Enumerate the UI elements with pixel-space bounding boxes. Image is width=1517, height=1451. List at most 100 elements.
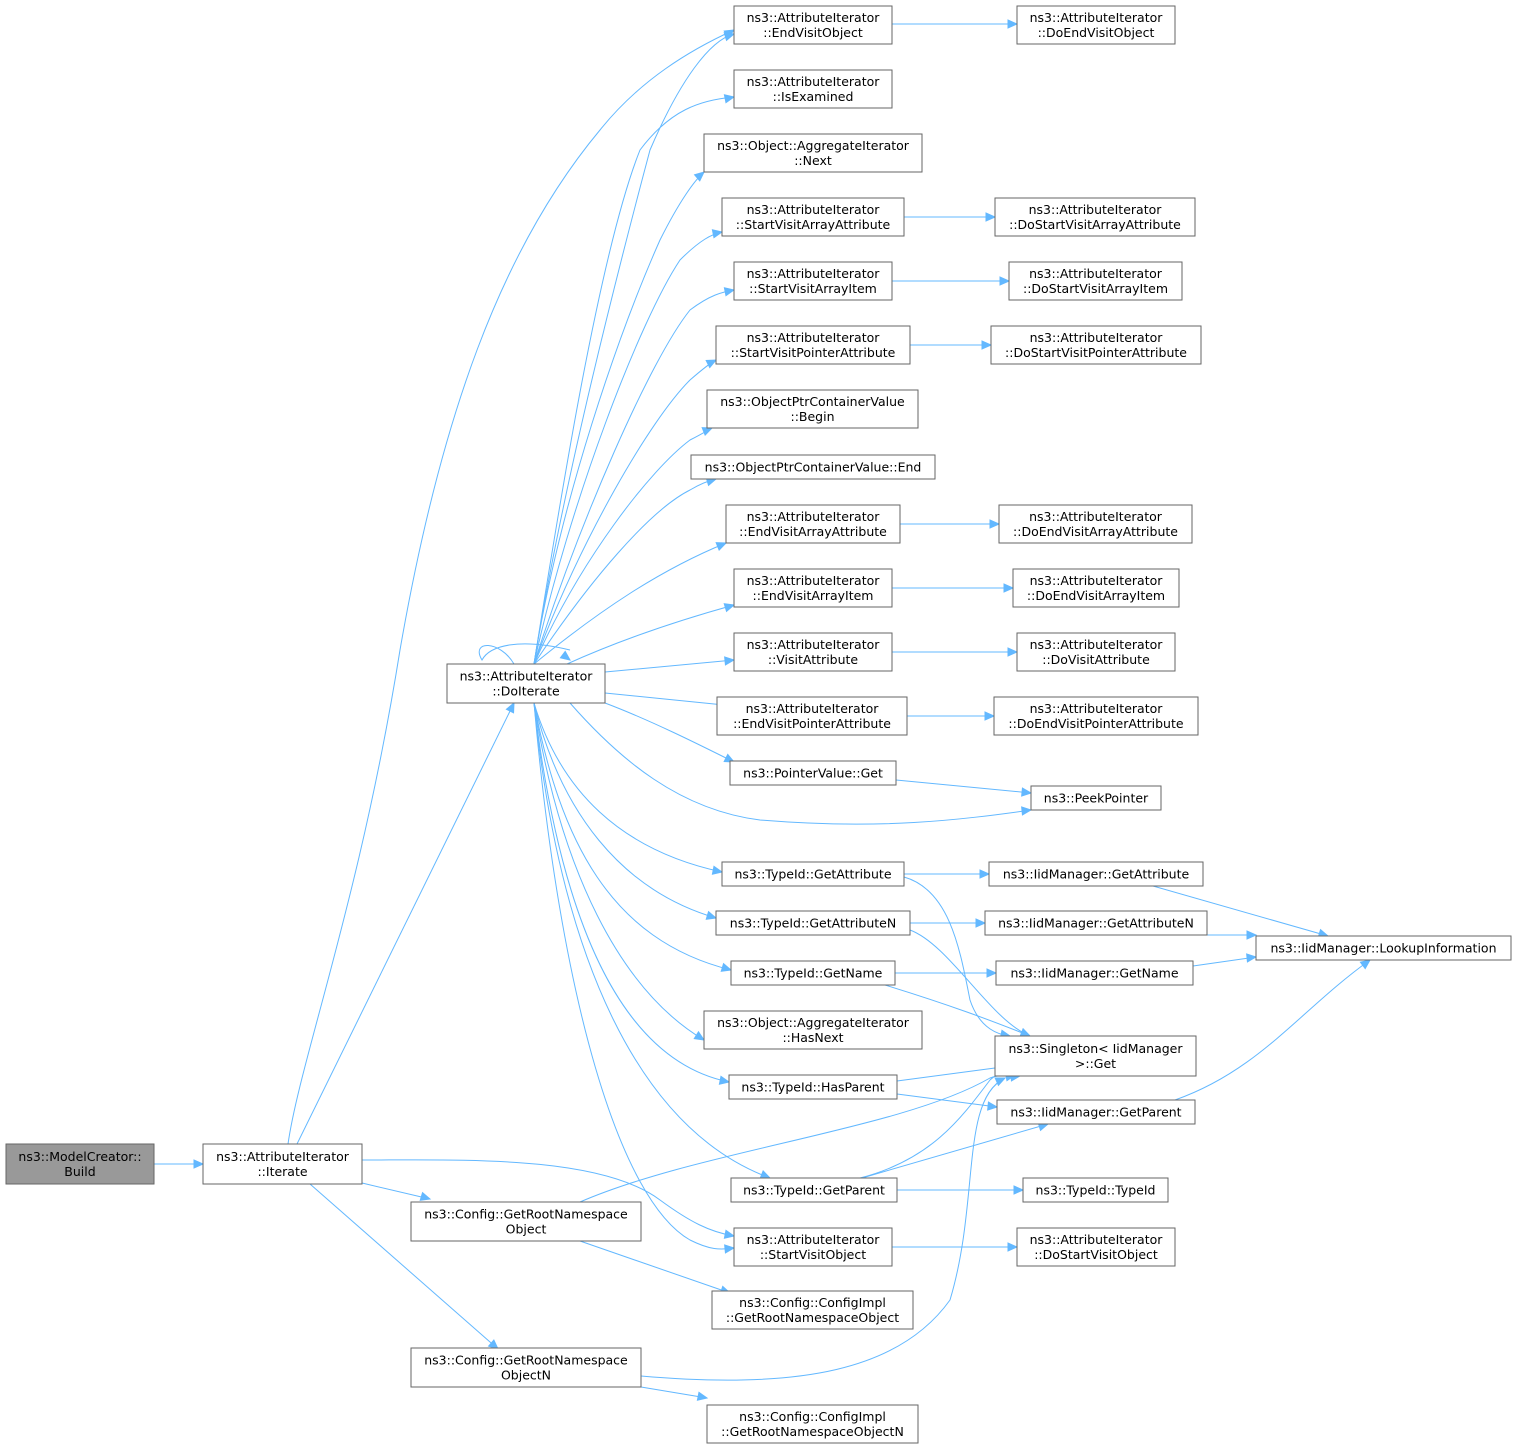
node-label: ns3::TypeId::GetName (744, 966, 883, 981)
call-edge (904, 212, 997, 222)
node-label: Build (64, 1164, 95, 1179)
node-label: ns3::AttributeIterator (1030, 1232, 1164, 1247)
node-label: ns3::AttributeIterator (460, 669, 594, 684)
call-node-end[interactable]: ns3::ObjectPtrContainerValue::End (690, 454, 936, 480)
call-node-pvget[interactable]: ns3::PointerValue::Get (729, 760, 897, 786)
call-edge (287, 29, 736, 1145)
call-node-devpa[interactable]: ns3::AttributeIterator::DoEndVisitPointe… (993, 696, 1199, 736)
call-edge (533, 702, 733, 972)
node-label: ::StartVisitArrayItem (749, 281, 877, 296)
call-node-typeid[interactable]: ns3::TypeId::TypeId (1022, 1177, 1169, 1203)
node-label: ns3::AttributeIterator (747, 637, 881, 652)
call-edge (896, 1093, 999, 1111)
node-label: ns3::Config::GetRootNamespace (424, 1353, 628, 1368)
call-node-dsvai[interactable]: ns3::AttributeIterator::DoStartVisitArra… (1008, 261, 1183, 301)
call-node-grnon[interactable]: ns3::Config::GetRootNamespaceObjectN (410, 1347, 642, 1388)
call-node-iga[interactable]: ns3::IidManager::GetAttribute (988, 861, 1204, 887)
call-node-dva[interactable]: ns3::AttributeIterator::DoVisitAttribute (1016, 632, 1176, 672)
node-label: ns3::AttributeIterator (1030, 330, 1164, 345)
call-edge (566, 603, 736, 665)
call-edge (910, 340, 993, 350)
call-node-evo[interactable]: ns3::AttributeIterator::EndVisitObject (733, 5, 893, 45)
node-label: ::EndVisitArrayAttribute (739, 524, 887, 539)
call-node-tgname[interactable]: ns3::TypeId::GetName (730, 960, 896, 986)
call-node-devaa[interactable]: ns3::AttributeIterator::DoEndVisitArrayA… (998, 504, 1193, 544)
call-node-lookup[interactable]: ns3::IidManager::LookupInformation (1255, 935, 1512, 961)
call-node-peek[interactable]: ns3::PeekPointer (1030, 785, 1162, 811)
call-node-singleton[interactable]: ns3::Singleton< IidManager>::Get (994, 1035, 1197, 1077)
node-label: ::DoEndVisitPointerAttribute (1008, 716, 1183, 731)
node-label: ns3::AttributeIterator (747, 266, 881, 281)
call-edge (533, 171, 705, 665)
call-node-cgrnon[interactable]: ns3::Config::ConfigImpl::GetRootNamespac… (706, 1404, 919, 1444)
call-node-evaa[interactable]: ns3::AttributeIterator::EndVisitArrayAtt… (725, 504, 901, 544)
call-node-grno[interactable]: ns3::Config::GetRootNamespaceObject (410, 1201, 642, 1242)
call-edge (533, 287, 736, 665)
call-edge (533, 702, 724, 875)
call-edge (361, 1182, 432, 1201)
node-label: ns3::AttributeIterator (747, 74, 881, 89)
call-edge (1174, 959, 1371, 1101)
call-edge (1192, 953, 1258, 967)
call-node-ign[interactable]: ns3::IidManager::GetName (995, 960, 1194, 986)
node-label: ::StartVisitObject (760, 1247, 866, 1262)
node-label: ::Begin (790, 409, 834, 424)
node-label: ::DoEndVisitArrayItem (1027, 588, 1165, 603)
node-label: ns3::AttributeIterator (1030, 637, 1164, 652)
call-node-doiterate[interactable]: ns3::AttributeIterator::DoIterate (446, 663, 606, 704)
node-label: ns3::Object::AggregateIterator (717, 1015, 910, 1030)
call-node-dsvo[interactable]: ns3::AttributeIterator::DoStartVisitObje… (1016, 1227, 1176, 1267)
call-edge (604, 656, 736, 673)
call-edge (907, 711, 996, 721)
node-label: ns3::Config::GetRootNamespace (424, 1207, 628, 1222)
call-node-evai[interactable]: ns3::AttributeIterator::EndVisitArrayIte… (733, 568, 893, 608)
call-node-hasnext[interactable]: ns3::Object::AggregateIterator::HasNext (703, 1010, 923, 1050)
call-nodes: ns3::ModelCreator::Buildns3::AttributeIt… (5, 5, 1512, 1444)
call-node-tgparent[interactable]: ns3::TypeId::GetParent (730, 1177, 898, 1203)
call-edge (904, 869, 991, 879)
call-edge (895, 779, 1033, 797)
call-node-build[interactable]: ns3::ModelCreator::Build (5, 1143, 155, 1185)
call-edge (892, 276, 1011, 286)
call-node-svai[interactable]: ns3::AttributeIterator::StartVisitArrayI… (733, 261, 893, 301)
call-node-igan[interactable]: ns3::IidManager::GetAttributeN (984, 910, 1208, 936)
call-node-svo[interactable]: ns3::AttributeIterator::StartVisitObject (733, 1227, 893, 1267)
node-label: ::DoEndVisitObject (1038, 25, 1155, 40)
node-label: ::DoStartVisitObject (1034, 1247, 1158, 1262)
call-node-igp[interactable]: ns3::IidManager::GetParent (996, 1099, 1196, 1125)
call-node-next[interactable]: ns3::Object::AggregateIterator::Next (703, 133, 923, 173)
call-edge (533, 359, 718, 665)
node-label: ::Iterate (257, 1164, 307, 1179)
node-label: ::DoStartVisitArrayAttribute (1009, 217, 1181, 232)
call-edge (361, 1159, 736, 1239)
call-node-cgrno[interactable]: ns3::Config::ConfigImpl::GetRootNamespac… (711, 1290, 914, 1330)
call-edge (533, 427, 714, 665)
call-node-tgattr[interactable]: ns3::TypeId::GetAttribute (721, 861, 905, 887)
call-node-dsvpa[interactable]: ns3::AttributeIterator::DoStartVisitPoin… (990, 325, 1202, 365)
call-edge (892, 647, 1019, 657)
node-label: ns3::ModelCreator:: (18, 1149, 141, 1164)
call-node-dsvaa[interactable]: ns3::AttributeIterator::DoStartVisitArra… (994, 197, 1196, 237)
call-node-devai[interactable]: ns3::AttributeIterator::DoEndVisitArrayI… (1012, 568, 1180, 608)
call-node-iterate[interactable]: ns3::AttributeIterator::Iterate (202, 1143, 363, 1185)
call-node-svaa[interactable]: ns3::AttributeIterator::StartVisitArrayA… (721, 197, 905, 237)
call-node-isex[interactable]: ns3::AttributeIterator::IsExamined (733, 69, 893, 109)
call-edge (861, 1122, 1050, 1179)
call-edge (533, 702, 736, 1254)
node-label: ns3::AttributeIterator (1030, 573, 1164, 588)
call-node-evpa[interactable]: ns3::AttributeIterator::EndVisitPointerA… (716, 696, 908, 736)
node-label: ::EndVisitPointerAttribute (733, 716, 891, 731)
call-node-va[interactable]: ns3::AttributeIterator::VisitAttribute (733, 632, 893, 672)
call-node-devo[interactable]: ns3::AttributeIterator::DoEndVisitObject (1016, 5, 1176, 45)
call-node-begin[interactable]: ns3::ObjectPtrContainerValue::Begin (706, 389, 919, 429)
node-label: ::DoStartVisitPointerAttribute (1005, 345, 1187, 360)
call-node-tgattrn[interactable]: ns3::TypeId::GetAttributeN (715, 910, 911, 936)
node-label: ns3::AttributeIterator (747, 1232, 881, 1247)
call-edge (533, 702, 718, 920)
call-edge (640, 1077, 1007, 1381)
call-node-svpa[interactable]: ns3::AttributeIterator::StartVisitPointe… (715, 325, 911, 365)
call-edge (896, 1062, 1012, 1082)
call-node-thasparent[interactable]: ns3::TypeId::HasParent (728, 1074, 898, 1100)
call-edge (533, 702, 706, 1041)
